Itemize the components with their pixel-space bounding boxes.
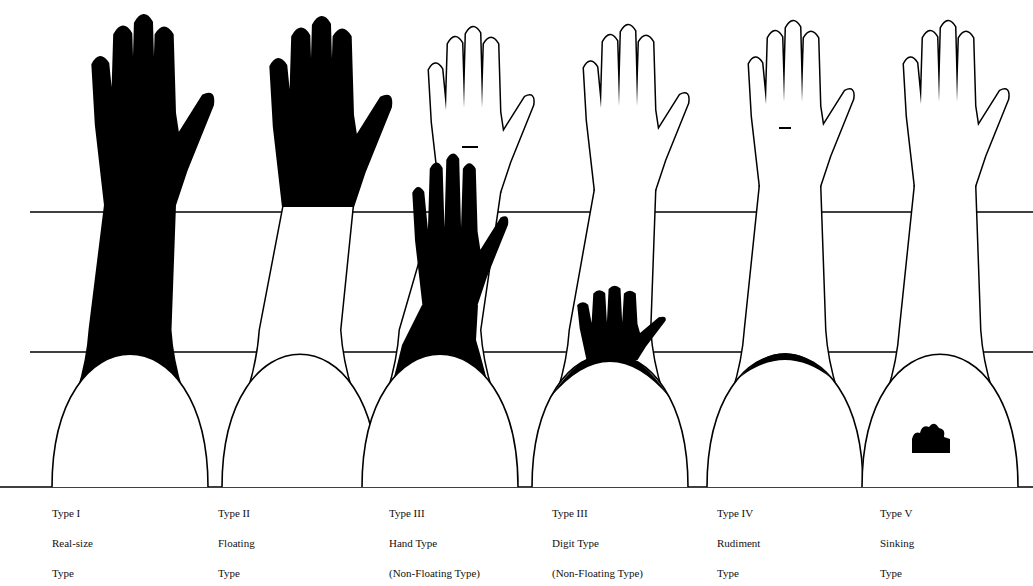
guide-line: [30, 351, 1033, 352]
dash-mark: [462, 146, 478, 148]
body-dome: [362, 354, 518, 487]
hand-fill: [93, 16, 213, 205]
body-dome: [222, 354, 378, 487]
sunken-hand: [412, 153, 508, 305]
hand-outline: [904, 21, 1008, 186]
type-caption: Type: [218, 566, 240, 580]
rudiment-cap: [739, 353, 831, 378]
type-caption: Digit Type: [552, 536, 599, 550]
hand-outline: [271, 18, 391, 207]
hand-fill: [749, 21, 853, 186]
arm-figure: [362, 27, 533, 487]
type-caption: Type: [717, 566, 739, 580]
type-caption: Real-size: [52, 536, 93, 550]
arm-figure: [532, 25, 688, 487]
hand-figures: [52, 16, 1018, 487]
hand-outline: [93, 16, 213, 205]
dash-mark: [779, 127, 791, 129]
type-caption: Type IV: [717, 506, 753, 520]
sunken-rudiment: [912, 424, 950, 453]
hand-outline: [749, 21, 853, 186]
hand-fill: [584, 25, 688, 190]
arm-figure: [707, 21, 863, 487]
type-caption: Type I: [52, 506, 80, 520]
type-caption: Type: [880, 566, 902, 580]
type-caption: Type V: [880, 506, 912, 520]
type-caption: Floating: [218, 536, 255, 550]
arm-figure: [52, 16, 213, 487]
type-caption: (Non-Floating Type): [552, 566, 643, 580]
body-dome: [862, 354, 1018, 487]
type-caption: (Non-Floating Type): [389, 566, 480, 580]
arm-figure: [862, 21, 1018, 487]
type-caption: Type: [52, 566, 74, 580]
type-caption: Type II: [218, 506, 250, 520]
hand-fill: [429, 27, 533, 192]
hand-outline: [584, 25, 688, 190]
type-caption: Sinking: [880, 536, 914, 550]
body-dome: [707, 354, 863, 487]
type-caption: Type III: [552, 506, 588, 520]
type-caption: Type III: [389, 506, 425, 520]
guide-line: [30, 211, 1033, 212]
body-dome: [52, 354, 208, 487]
digit-hand: [577, 286, 666, 360]
arm-figure: [222, 18, 391, 487]
type-caption: Hand Type: [389, 536, 437, 550]
type-caption: Rudiment: [717, 536, 760, 550]
hand-outline: [429, 27, 533, 192]
body-dome: [532, 354, 688, 487]
hand-fill: [904, 21, 1008, 186]
hand-fill: [271, 18, 391, 207]
